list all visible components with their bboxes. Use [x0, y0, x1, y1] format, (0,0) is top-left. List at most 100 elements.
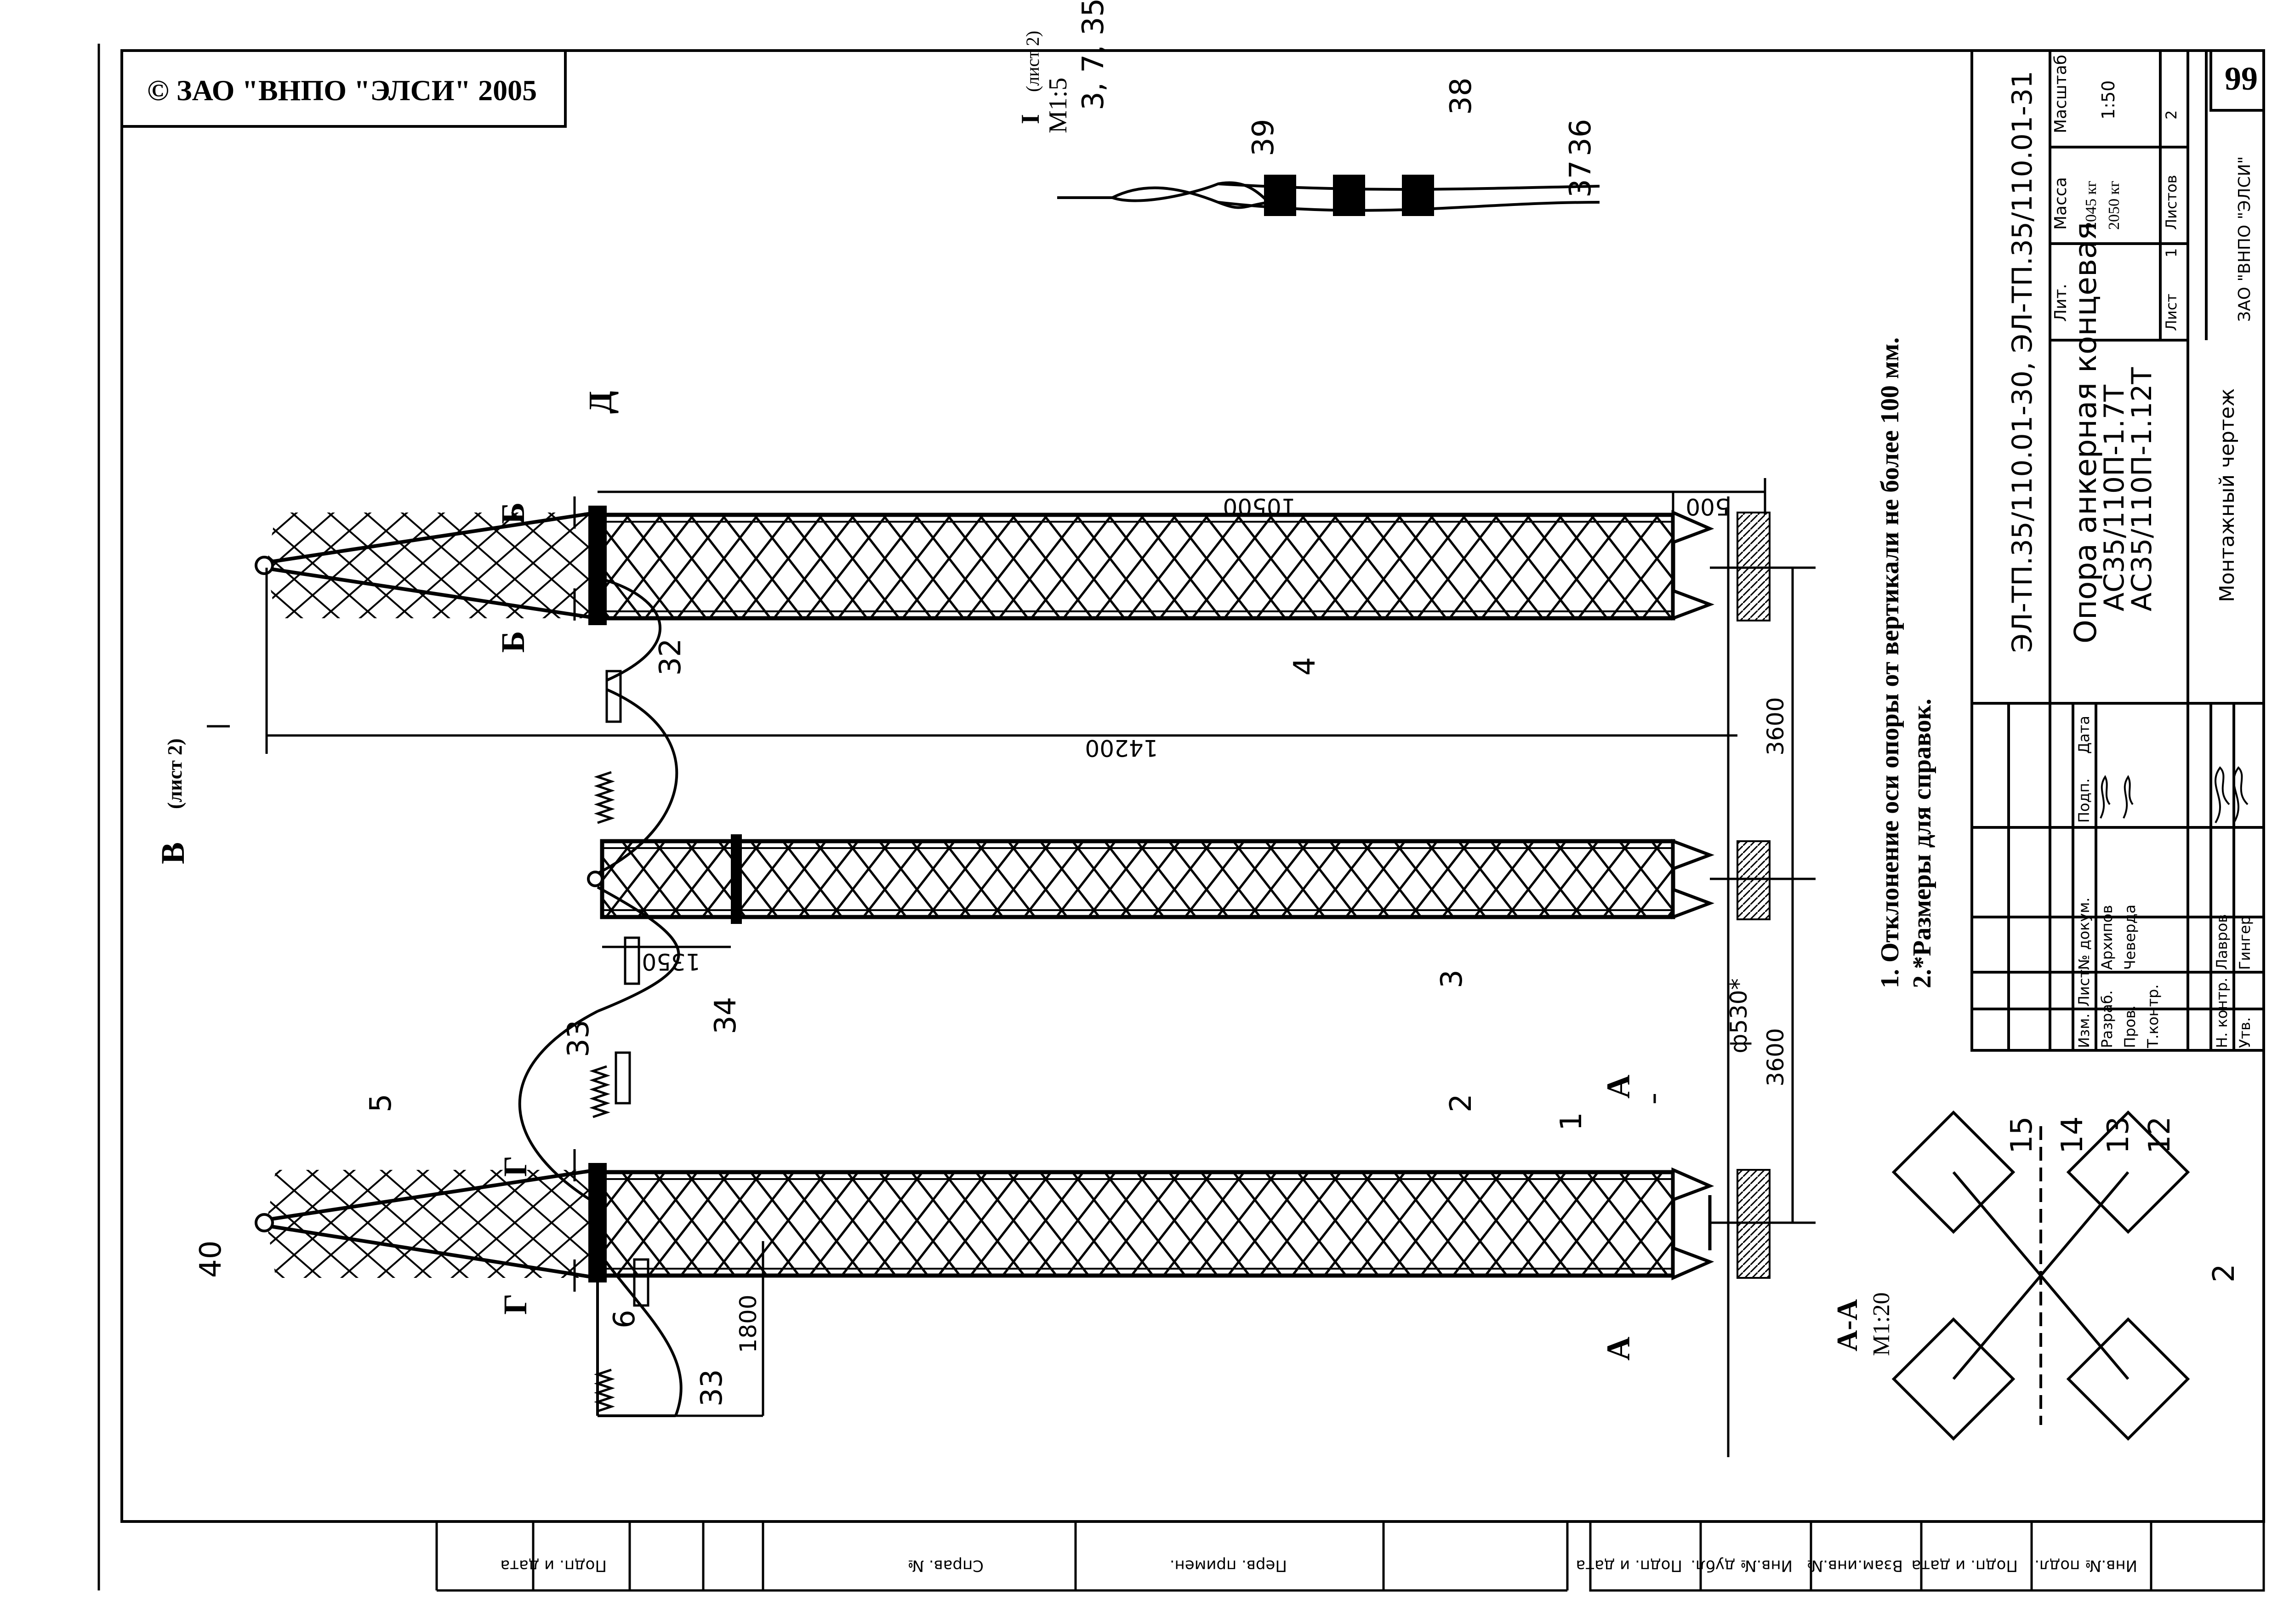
sheets-value: 2: [2163, 110, 2180, 120]
dim-1350: 1350: [642, 948, 700, 975]
stamp-podp-data-2: Подп. и дата: [1576, 1556, 1682, 1575]
side-stamp: Перв. примен. Справ. № Подп. и дата Подп…: [435, 1520, 2265, 1592]
callout-13: 13: [2101, 1117, 2135, 1154]
section-mark-a-lower: А: [1600, 1337, 1637, 1361]
dimension-labels: 14200 10500 500 3600 3600 1350 1800 ф530…: [642, 493, 1789, 1353]
hdr-izm-list-doc: Изм.: [2075, 1014, 2093, 1048]
section-aa-title: А-А: [1831, 1299, 1863, 1351]
col-lit: Лит.: [2051, 284, 2070, 322]
copyright-box: © ЗАО "ВНПО "ЭЛСИ" 2005: [120, 49, 567, 128]
mass-2: 2050 кг: [2106, 181, 2123, 230]
callout-15: 15: [2005, 1117, 2039, 1154]
col-mass: Масса: [2051, 177, 2070, 230]
stamp-vzam-inv: Взам.инв.№: [1807, 1556, 1903, 1575]
insulator-coils: [589, 771, 615, 1413]
section-mark-b-upper: Б: [495, 502, 531, 524]
note-2: 2.*Размеры для справок.: [1908, 699, 1936, 988]
title-block: 99 ЭЛ-ТП.35/110.01-30, ЭЛ-ТП.35/110.01-3…: [1970, 49, 2265, 1052]
callout-6: 6: [608, 1310, 642, 1328]
callout-40: 40: [194, 1241, 228, 1278]
section-mark-g-lower: Г: [497, 1294, 534, 1315]
role-5: Утв.: [2236, 1017, 2254, 1048]
hdr-sign: Подп.: [2075, 778, 2093, 823]
dim-1800: 1800: [735, 1294, 762, 1353]
section-mark-v-ref: (лист 2): [164, 739, 186, 809]
scale-value: 1:50: [2098, 80, 2118, 120]
sheet-value: 1: [2163, 248, 2180, 257]
sheets-label: Листов: [2163, 175, 2180, 230]
name-1: Чеверда: [2121, 905, 2139, 970]
section-mark-v: В: [154, 842, 191, 864]
section-mark-b-lower: Б: [495, 631, 531, 653]
detail-ref: (лист 2): [1022, 31, 1043, 92]
title-line3: АС35/110П-1.12Т: [2126, 367, 2158, 611]
title-line1: Опора анкерная концевая: [2068, 222, 2103, 644]
stamp-perv-primen: Перв. примен.: [1170, 1556, 1287, 1575]
callout-33-upper: 33: [562, 1020, 596, 1057]
role-0: Разраб.: [2098, 990, 2116, 1048]
callout-4: 4: [1288, 657, 1322, 676]
callout-1: 1: [1554, 1112, 1589, 1131]
callout-5: 5: [364, 1094, 398, 1112]
title-line2: АС35/110П-1.7Т: [2098, 385, 2130, 611]
callout-32: 32: [654, 638, 688, 676]
col-scale: Масштаб: [2051, 55, 2070, 133]
section-mark-g-upper: Г: [497, 1156, 534, 1177]
callout-37: 37: [1564, 160, 1598, 198]
callout-3-7-35: 3, 7, 35: [1076, 0, 1110, 110]
signatures: [2100, 766, 2249, 824]
role-1: Пров.: [2121, 1005, 2139, 1048]
callout-2: 2: [1444, 1094, 1478, 1112]
callout-33-lower: 33: [695, 1369, 729, 1407]
name-5: Гингер: [2236, 916, 2254, 970]
conductor-wires: [518, 578, 683, 1417]
callouts: 1 2 3 4 5 6 32 33 33 34 40: [194, 638, 1589, 1407]
section-mark-d: Д: [582, 391, 619, 414]
stamp-podp-data-1: Подп. и дата: [500, 1556, 607, 1575]
detail-title: I: [1016, 114, 1045, 124]
mast-middle: [587, 834, 1771, 924]
dim-3600-left: 3600: [1762, 1028, 1789, 1086]
note-1: 1. Отклонение оси опоры от вертикали не …: [1876, 337, 1904, 988]
dim-14200: 14200: [1085, 735, 1158, 761]
detail-i: 3, 7, 35 36 37 38 39 I М1:5 (лист 2): [1016, 0, 1600, 216]
stamp-podp-data-3: Подп. и дата: [1911, 1556, 2018, 1575]
section-marks: [207, 496, 1656, 1292]
mass-1: 2045 кг: [2083, 181, 2100, 230]
section-aa-scale: М1:20: [1868, 1292, 1895, 1356]
role-2: Т.контр.: [2144, 984, 2162, 1048]
mast-left: [255, 1163, 1771, 1282]
stamp-inv-podl: Инв.№ подл.: [2034, 1556, 2137, 1575]
sheet-number: 99: [2225, 60, 2258, 97]
dim-10500: 10500: [1223, 493, 1296, 520]
callout-34: 34: [709, 997, 743, 1034]
callout-14: 14: [2056, 1117, 2090, 1154]
stamp-inv-dubl: Инв.№ дубл.: [1691, 1556, 1793, 1575]
hdr-date: Дата: [2075, 716, 2093, 754]
name-4: Лавров: [2213, 914, 2231, 970]
callout-2b: 2: [2207, 1264, 2241, 1282]
mast-right: [255, 506, 1771, 625]
dim-530: ф530*: [1725, 978, 1752, 1053]
detail-scale: М1:5: [1044, 78, 1072, 133]
dim-3600-right: 3600: [1762, 697, 1789, 755]
role-4: Н. контр.: [2213, 978, 2231, 1048]
callout-38: 38: [1444, 78, 1478, 115]
drawing-type: Монтажный чертеж: [2215, 388, 2239, 602]
copyright-text: © ЗАО "ВНПО "ЭЛСИ" 2005: [147, 74, 537, 107]
organization: ЗАО "ВНПО "ЭЛСИ": [2235, 156, 2254, 322]
dim-500: 500: [1685, 493, 1729, 520]
section-aa: 12 13 14 15 2 А-А М1:20: [1831, 1110, 2241, 1441]
hdr-doc: № докум.: [2075, 897, 2093, 970]
callout-3: 3: [1435, 969, 1469, 988]
callout-39: 39: [1247, 119, 1281, 156]
dimension-lines: [265, 478, 1816, 1457]
hdr-list: Лист: [2075, 969, 2093, 1007]
sheet-label: Лист: [2163, 294, 2180, 331]
stamp-sprav-no: Справ. №: [908, 1556, 984, 1575]
callout-36: 36: [1564, 119, 1598, 156]
callout-12: 12: [2143, 1117, 2177, 1154]
notes: 1. Отклонение оси опоры от вертикали не …: [1876, 337, 1936, 988]
name-0: Архипов: [2098, 905, 2116, 970]
